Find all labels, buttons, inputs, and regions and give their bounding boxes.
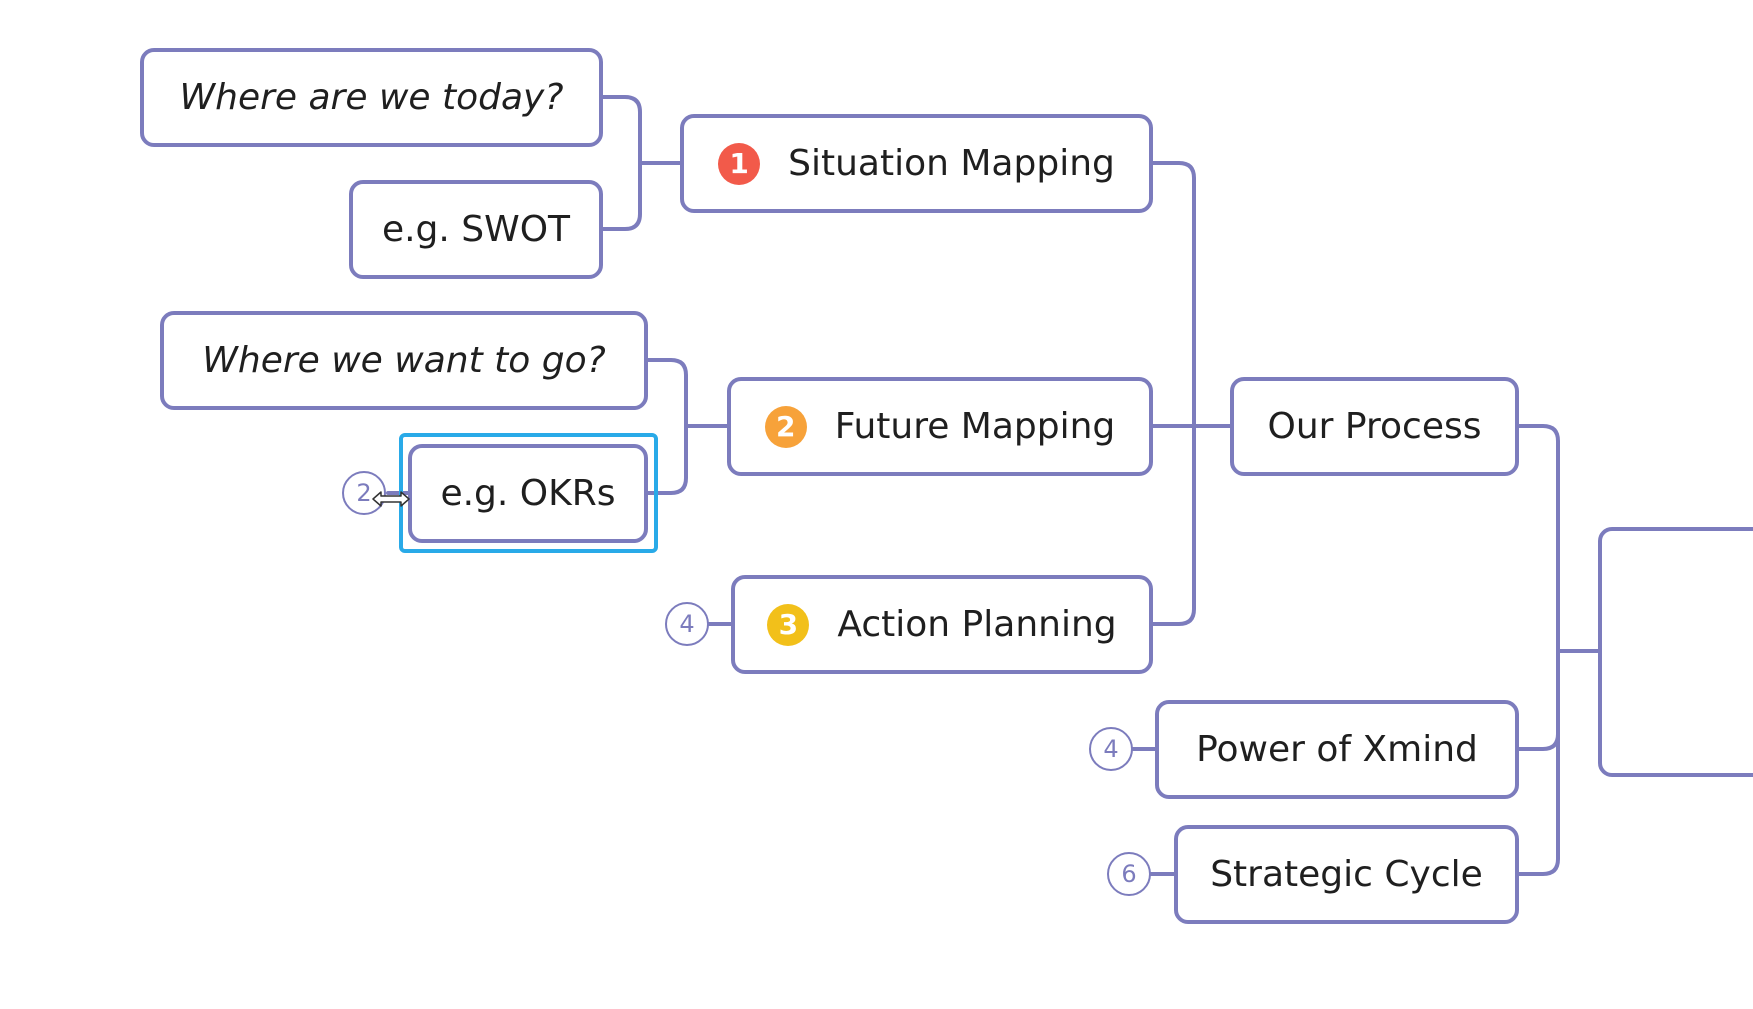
topic-label: Where we want to go? — [202, 340, 606, 381]
topic-label: Action Planning — [837, 604, 1117, 645]
topic-our-process[interactable]: Our Process — [1230, 377, 1519, 476]
topic-strategic-cycle[interactable]: Strategic Cycle — [1174, 825, 1519, 924]
collapsed-count: 6 — [1121, 860, 1137, 888]
topic-eg-swot[interactable]: e.g. SWOT — [349, 180, 603, 279]
topic-situation-mapping[interactable]: 1 Situation Mapping — [680, 114, 1153, 213]
topic-label: e.g. OKRs — [440, 473, 616, 514]
topic-label: Power of Xmind — [1196, 729, 1478, 770]
connector-root-power — [1517, 649, 1560, 751]
connector-process-action — [1151, 424, 1196, 626]
connector-situation-today — [601, 95, 682, 165]
topic-where-we-want-to-go[interactable]: Where we want to go? — [160, 311, 648, 410]
topic-label: e.g. SWOT — [381, 209, 571, 250]
topic-label: Our Process — [1267, 406, 1482, 447]
priority-1-icon: 1 — [718, 142, 761, 185]
connector-situation-swot — [601, 161, 642, 231]
topic-label: Strategic Cycle — [1210, 854, 1483, 895]
resize-cursor-icon — [372, 491, 410, 507]
topic-eg-okrs[interactable]: e.g. OKRs — [408, 444, 648, 543]
collapsed-count-badge-okrs[interactable]: 2 — [342, 471, 386, 515]
topic-where-are-we-today[interactable]: Where are we today? — [140, 48, 603, 147]
collapsed-count-badge-strategic[interactable]: 6 — [1107, 852, 1151, 896]
priority-3-icon: 3 — [767, 603, 810, 646]
topic-power-of-xmind[interactable]: Power of Xmind — [1155, 700, 1519, 799]
collapsed-count: 2 — [356, 479, 372, 507]
collapsed-count: 4 — [1103, 735, 1119, 763]
collapsed-count-badge-power[interactable]: 4 — [1089, 727, 1133, 771]
collapsed-count-badge-action[interactable]: 4 — [665, 602, 709, 646]
connector-process-situation — [1151, 161, 1232, 428]
collapsed-count: 4 — [679, 610, 695, 638]
topic-label: Future Mapping — [834, 406, 1116, 447]
connector-future-okrs — [646, 424, 688, 495]
connector-future-where — [646, 358, 729, 428]
topic-label: Situation Mapping — [788, 143, 1115, 184]
connector-root-process — [1517, 424, 1600, 653]
topic-action-planning[interactable]: 3 Action Planning — [731, 575, 1153, 674]
topic-future-mapping[interactable]: 2 Future Mapping — [727, 377, 1153, 476]
priority-2-icon: 2 — [764, 405, 807, 448]
connector-root-strategic — [1517, 649, 1560, 876]
topic-central[interactable] — [1598, 527, 1753, 777]
topic-label: Where are we today? — [179, 77, 564, 118]
